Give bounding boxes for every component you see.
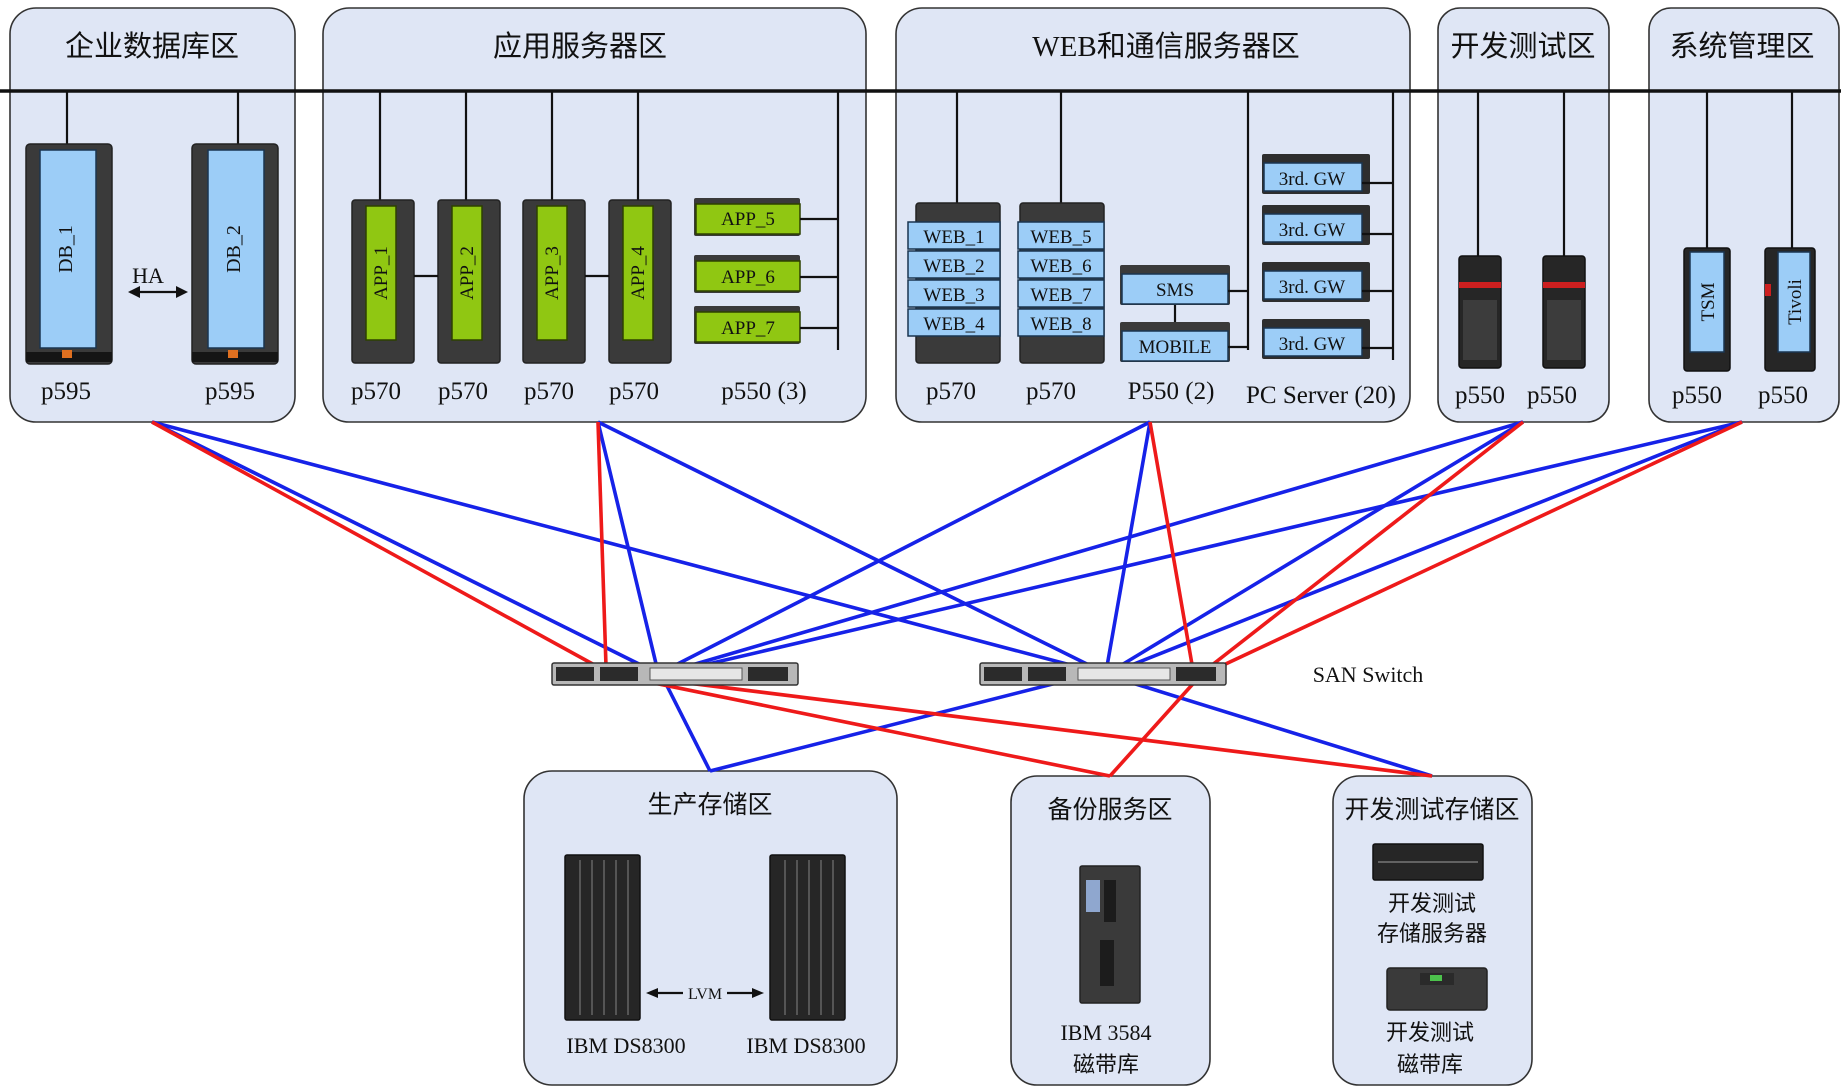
app-small-servers: APP_5 APP_6 APP_7 (694, 91, 840, 350)
app-6-label: APP_6 (721, 267, 775, 288)
web-rack-2: WEB_5 WEB_6 WEB_7 WEB_8 (1017, 91, 1105, 364)
app-3-model: p570 (524, 378, 574, 405)
web-2-label: WEB_2 (923, 256, 984, 277)
zone-prod-storage-title: 生产存储区 (647, 791, 772, 819)
zone-backup-title: 备份服务区 (1047, 796, 1172, 824)
app-1-label: APP_1 (371, 246, 392, 300)
lvm-link: LVM (646, 983, 764, 1003)
sms-label: SMS (1156, 280, 1194, 301)
san-switch-1 (551, 662, 799, 686)
zone-application-title: 应用服务器区 (493, 30, 667, 63)
mobile-label: MOBILE (1139, 337, 1212, 358)
app-7-label: APP_7 (721, 318, 775, 339)
ds8300-2-label: IBM DS8300 (746, 1033, 865, 1058)
app-1-model: p570 (351, 378, 401, 405)
dev-tape-library (1386, 967, 1488, 1011)
san-fabric (151, 420, 1743, 778)
san-switch-2 (979, 662, 1227, 686)
app-3-label: APP_3 (542, 246, 563, 300)
zone-web-comm-title: WEB和通信服务器区 (1032, 30, 1299, 63)
web-5-label: WEB_5 (1030, 227, 1091, 248)
web-rack-2-model: p570 (1026, 378, 1076, 405)
devtest-2-model: p550 (1527, 382, 1577, 409)
db-1-label: DB_1 (55, 225, 77, 273)
app-4-label: APP_4 (628, 246, 649, 300)
dev-tape-line2: 磁带库 (1397, 1052, 1463, 1077)
app-small-group-model: p550 (3) (721, 378, 806, 405)
tivoli-model: p550 (1758, 382, 1808, 409)
db-1-model: p595 (41, 378, 91, 405)
gateway-1-label: 3rd. GW (1279, 169, 1346, 190)
app-2-model: p570 (438, 378, 488, 405)
devtest-server-1 (1458, 91, 1502, 369)
zone-database-title: 企业数据库区 (65, 30, 239, 63)
dev-storage-server-line2: 存储服务器 (1377, 921, 1487, 946)
devtest-server-2 (1542, 91, 1586, 369)
gateway-model: PC Server (20) (1246, 382, 1396, 409)
tape-3584-type: 磁带库 (1073, 1052, 1139, 1077)
tape-library-3584 (1079, 865, 1141, 1004)
gateway-servers: 3rd. GW 3rd. GW 3rd. GW 3rd. GW (1262, 91, 1395, 360)
app-rack-3: APP_3 (522, 91, 586, 364)
sysmgmt-server-tivoli: Tivoli (1764, 91, 1816, 372)
dev-tape-line1: 开发测试 (1386, 1020, 1474, 1045)
web-6-label: WEB_6 (1030, 256, 1091, 277)
ds8300-array-2 (769, 854, 846, 1021)
lvm-label: LVM (688, 986, 722, 1003)
tape-3584-model: IBM 3584 (1060, 1020, 1151, 1045)
ha-link: HA (128, 263, 188, 298)
dev-storage-server-line1: 开发测试 (1388, 891, 1476, 916)
app-rack-1: APP_1 (351, 91, 415, 364)
ds8300-array-1 (564, 854, 641, 1021)
dev-storage-server (1372, 843, 1484, 881)
web-7-label: WEB_7 (1030, 285, 1091, 306)
comm-servers: SMS MOBILE (1120, 91, 1250, 362)
tivoli-label: Tivoli (1785, 279, 1806, 325)
db-server-2: DB_2 (191, 91, 279, 365)
app-2-label: APP_2 (457, 246, 478, 300)
ds8300-1-label: IBM DS8300 (566, 1033, 685, 1058)
zone-sysmgmt-title: 系统管理区 (1669, 30, 1814, 63)
zone-devtest-title: 开发测试区 (1450, 30, 1595, 63)
tsm-label: TSM (1698, 282, 1719, 321)
db-2-model: p595 (205, 378, 255, 405)
zone-dev-storage-title: 开发测试存储区 (1344, 796, 1519, 824)
gateway-2-label: 3rd. GW (1279, 220, 1346, 241)
gateway-4-label: 3rd. GW (1279, 334, 1346, 355)
devtest-1-model: p550 (1455, 382, 1505, 409)
app-5-label: APP_5 (721, 209, 775, 230)
web-1-label: WEB_1 (923, 227, 984, 248)
app-rack-2: APP_2 (437, 91, 501, 364)
app-rack-4: APP_4 (608, 91, 672, 364)
web-rack-1-model: p570 (926, 378, 976, 405)
web-3-label: WEB_3 (923, 285, 984, 306)
web-rack-1: WEB_1 WEB_2 WEB_3 WEB_4 (907, 91, 1001, 364)
web-8-label: WEB_8 (1030, 314, 1091, 335)
ha-label: HA (132, 263, 164, 288)
db-2-label: DB_2 (223, 225, 245, 273)
db-server-1: DB_1 (25, 91, 113, 365)
gateway-3-label: 3rd. GW (1279, 277, 1346, 298)
san-switch-label: SAN Switch (1313, 662, 1424, 687)
comm-model: P550 (2) (1128, 378, 1215, 405)
app-4-model: p570 (609, 378, 659, 405)
web-4-label: WEB_4 (923, 314, 985, 335)
sysmgmt-server-tsm: TSM (1683, 91, 1731, 372)
tsm-model: p550 (1672, 382, 1722, 409)
